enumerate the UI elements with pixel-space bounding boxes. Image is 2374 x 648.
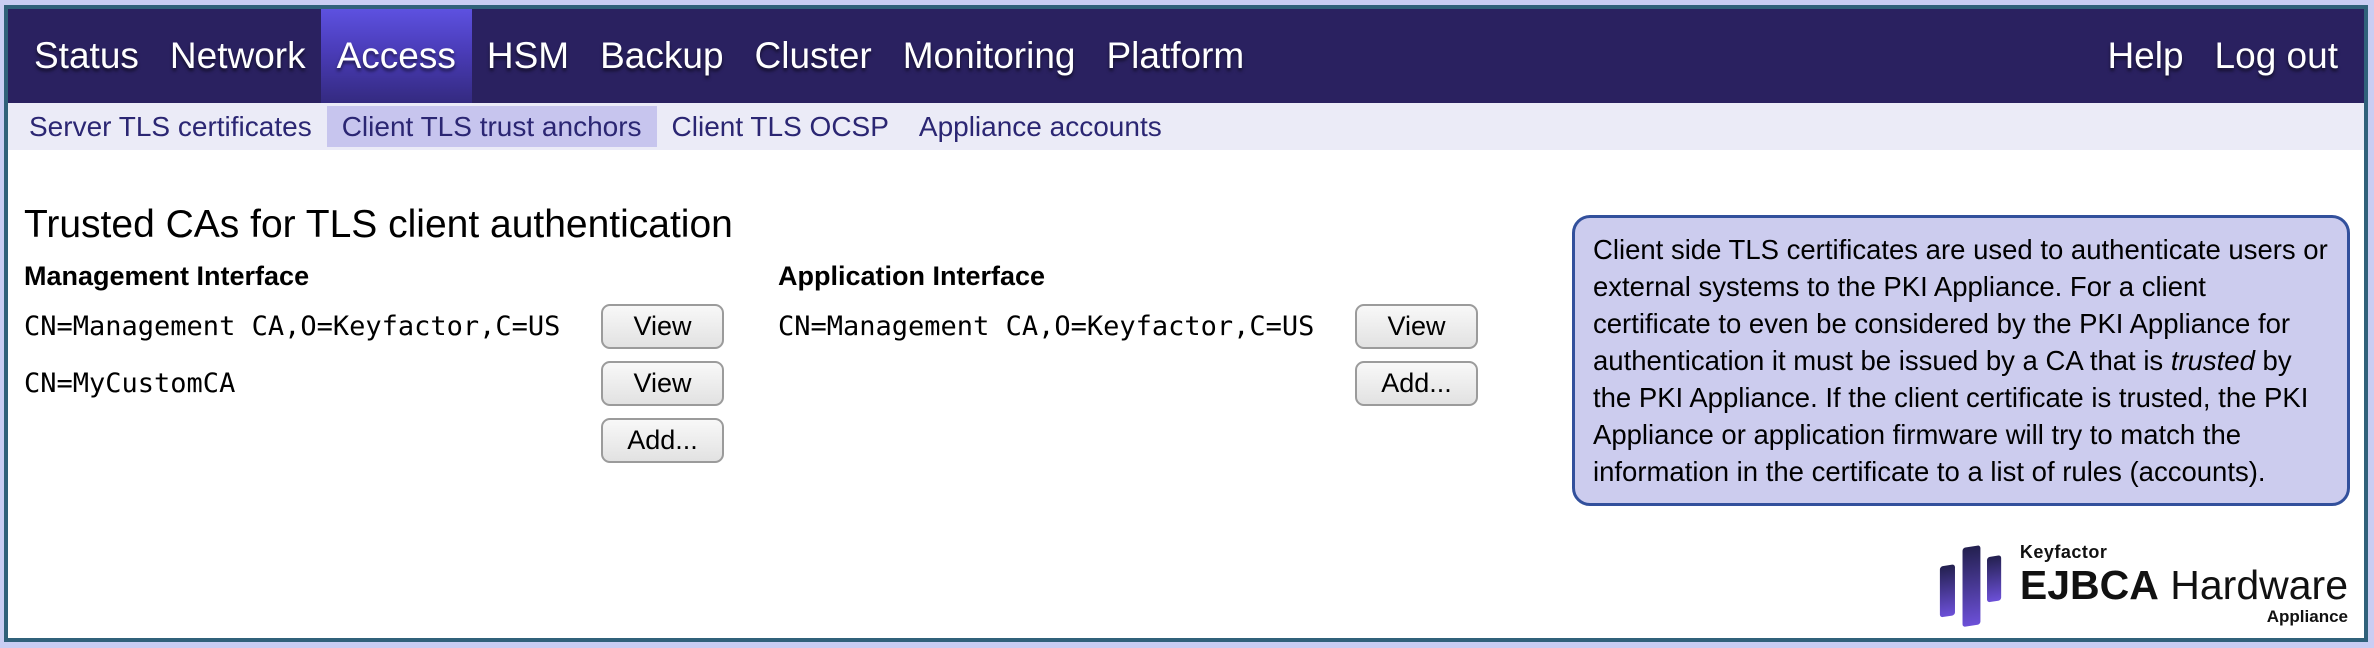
product-logo: Keyfactor EJBCA Hardware Appliance (1938, 533, 2348, 636)
subnav-item-client-tls-ocsp[interactable]: Client TLS OCSP (671, 110, 889, 142)
subnav-item-client-tls-trust-anchors[interactable]: Client TLS trust anchors (326, 106, 657, 147)
infobox-text: Client side TLS certificates are used to… (1593, 234, 2328, 376)
management-interface-heading: Management Interface (24, 261, 310, 291)
infobox-text: by the PKI Appliance. If the client cert… (1593, 345, 2309, 487)
logo-text: Keyfactor EJBCA Hardware Appliance (2020, 542, 2348, 627)
ca-dn-text: CN=Management CA,O=Keyfactor,C=US (24, 311, 561, 342)
nav-item-logout[interactable]: Log out (2214, 35, 2338, 76)
nav-item-status[interactable]: Status (34, 35, 139, 76)
table-row: CN=MyCustomCA View (24, 361, 724, 406)
nav-item-backup[interactable]: Backup (600, 35, 724, 76)
subnav-item-appliance-accounts[interactable]: Appliance accounts (918, 110, 1162, 142)
table-row: Add... (778, 361, 1478, 406)
application-interface-section: Application Interface CN=Management CA,O… (778, 261, 1478, 475)
add-button[interactable]: Add... (601, 418, 724, 463)
table-row: Add... (24, 418, 724, 463)
logo-brand: Keyfactor (2019, 542, 2108, 562)
nav-item-platform[interactable]: Platform (1106, 35, 1245, 76)
nav-item-hsm[interactable]: HSM (486, 35, 570, 76)
app-window: Status Network Access HSM Backup Cluster… (4, 5, 2368, 642)
nav-item-monitoring[interactable]: Monitoring (902, 35, 1076, 76)
table-row: CN=Management CA,O=Keyfactor,C=US View (24, 304, 724, 349)
logo-product: EJBCA Hardware (2020, 563, 2348, 607)
view-button[interactable]: View (601, 304, 724, 349)
page-title: Trusted CAs for TLS client authenticatio… (24, 203, 733, 246)
logo-suffix: Appliance (2266, 607, 2348, 626)
ca-dn-text: CN=Management CA,O=Keyfactor,C=US (778, 311, 1315, 342)
add-button[interactable]: Add... (1355, 361, 1478, 406)
table-row: CN=Management CA,O=Keyfactor,C=US View (778, 304, 1478, 349)
help-infobox: Client side TLS certificates are used to… (1572, 215, 2350, 506)
nav-item-access[interactable]: Access (320, 9, 472, 103)
management-interface-section: Management Interface CN=Management CA,O=… (24, 261, 724, 475)
nav-item-network[interactable]: Network (169, 35, 306, 76)
ca-dn-text: CN=MyCustomCA (24, 368, 236, 399)
nav-menu-right: Help Log out (2107, 9, 2338, 103)
top-navigation-bar: Status Network Access HSM Backup Cluster… (8, 9, 2364, 103)
application-interface-heading: Application Interface (778, 261, 1046, 291)
sub-navigation-bar: Server TLS certificates Client TLS trust… (8, 103, 2364, 150)
keyfactor-logo-icon (1938, 533, 2004, 636)
view-button[interactable]: View (601, 361, 724, 406)
nav-item-cluster[interactable]: Cluster (754, 35, 872, 76)
nav-item-help[interactable]: Help (2107, 35, 2184, 76)
subnav-item-server-tls-certificates[interactable]: Server TLS certificates (29, 110, 312, 142)
nav-menu: Status Network Access HSM Backup Cluster… (34, 9, 1244, 103)
view-button[interactable]: View (1355, 304, 1478, 349)
logo-product-regular: Hardware (2158, 562, 2348, 608)
infobox-italic-text: trusted (2170, 345, 2255, 376)
main-content: Trusted CAs for TLS client authenticatio… (8, 150, 2364, 638)
logo-product-bold: EJBCA (2019, 562, 2159, 608)
trust-anchor-columns: Management Interface CN=Management CA,O=… (24, 261, 2348, 475)
